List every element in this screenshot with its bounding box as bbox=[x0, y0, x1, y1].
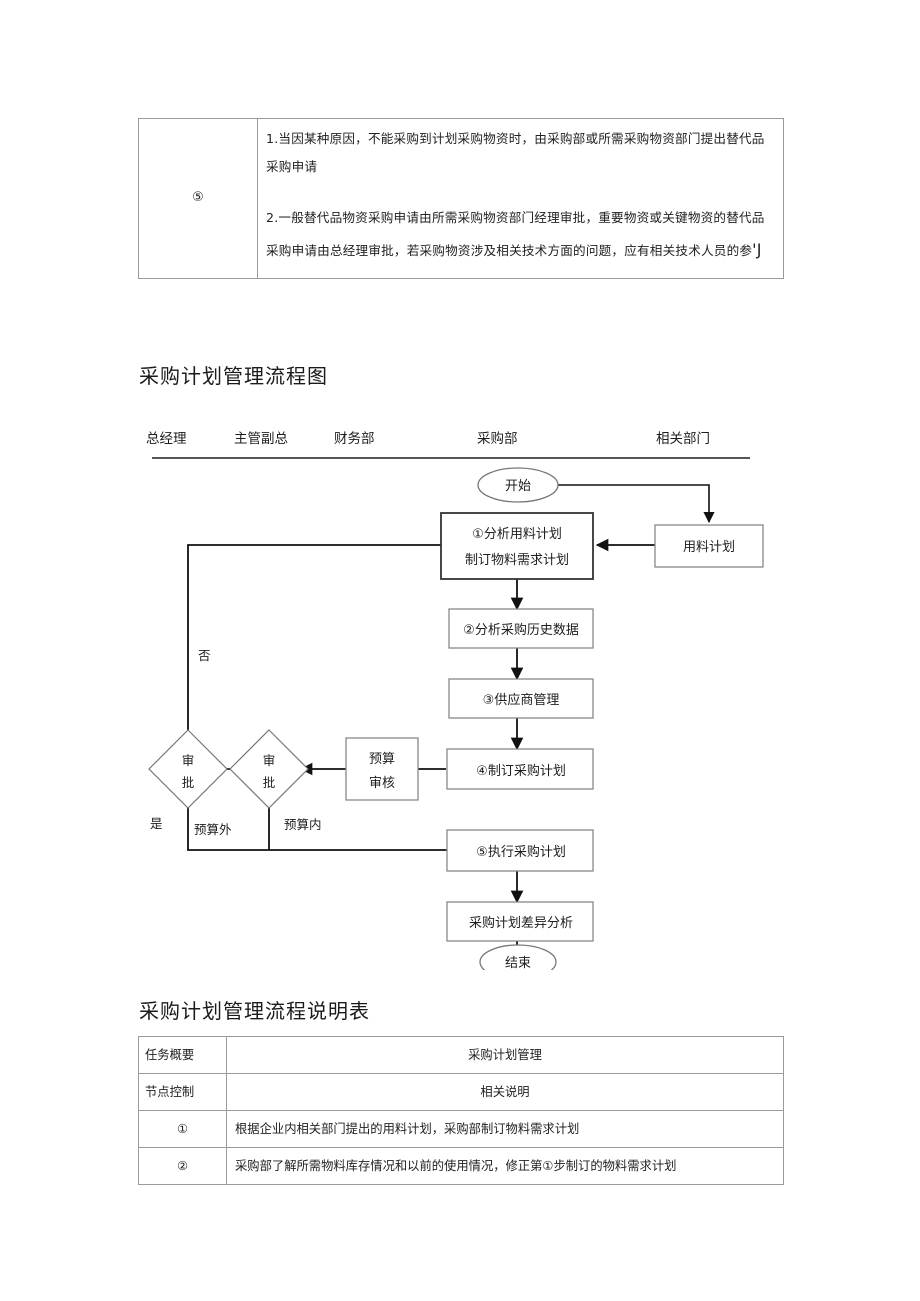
edge-label-yes: 是 bbox=[150, 816, 163, 831]
node-gm-approval-label-line2: 批 bbox=[182, 775, 195, 790]
desc-node-cell: 节点控制 bbox=[138, 1073, 227, 1111]
swimlane-label-purchasing: 采购部 bbox=[477, 431, 518, 447]
row-index-cell: ⑤ bbox=[138, 118, 258, 279]
node-budget-review-label-line1: 预算 bbox=[369, 752, 395, 767]
node-gm-approval-shape bbox=[148, 729, 228, 809]
substitute-purchase-rules-table: ⑤ 1.当因某种原因，不能采购到计划采购物资时，由采购部或所需采购物资部门提出替… bbox=[138, 118, 784, 279]
purchase-plan-flowchart: 总经理 主管副总 财务部 采购部 相关部门 bbox=[138, 425, 798, 970]
node-variance-shape bbox=[446, 901, 594, 942]
node-step2-shape bbox=[448, 608, 594, 649]
node-end-shape bbox=[479, 944, 557, 970]
node-end-label: 结束 bbox=[505, 956, 531, 970]
node-step4-label: ④制订采购计划 bbox=[476, 763, 566, 779]
edge-gm-approval-yes-to-step5 bbox=[187, 808, 577, 857]
table-row: 节点控制相关说明 bbox=[138, 1073, 784, 1111]
table-row: ⑤ 1.当因某种原因，不能采购到计划采购物资时，由采购部或所需采购物资部门提出替… bbox=[138, 118, 784, 279]
node-gm-approval-label-line1: 审 bbox=[182, 753, 195, 768]
edge-label-out-of-budget: 预算外 bbox=[194, 822, 232, 837]
node-step1-shape bbox=[440, 512, 594, 580]
edge-label-in-budget: 预算内 bbox=[284, 817, 322, 832]
desc-text-cell: 采购部了解所需物料库存情况和以前的使用情况，修正第①步制订的物料需求计划 bbox=[226, 1147, 784, 1185]
row-body-cell: 1.当因某种原因，不能采购到计划采购物资时，由采购部或所需采购物资部门提出替代品… bbox=[257, 118, 784, 279]
node-step5-label: ⑤执行采购计划 bbox=[476, 844, 566, 860]
node-vp-approval-label-line2: 批 bbox=[263, 775, 276, 790]
node-step2-label: ②分析采购历史数据 bbox=[463, 622, 579, 638]
node-step1-label-line1: ①分析用料计划 bbox=[472, 527, 562, 542]
swimlane-label-related: 相关部门 bbox=[656, 431, 710, 447]
description-table-heading: 采购计划管理流程说明表 bbox=[139, 999, 370, 1023]
desc-node-cell: ① bbox=[138, 1110, 227, 1148]
node-step4-shape bbox=[446, 748, 594, 790]
desc-text-cell: 相关说明 bbox=[226, 1073, 784, 1111]
node-start-label: 开始 bbox=[505, 479, 531, 494]
rule-paragraph-2-text: 2.一般替代品物资采购申请由所需采购物资部门经理审批，重要物资或关键物资的替代品… bbox=[266, 209, 765, 258]
swimlane-label-finance: 财务部 bbox=[334, 431, 375, 447]
swimlane-label-gm: 总经理 bbox=[146, 431, 187, 447]
node-step3-shape bbox=[448, 678, 594, 719]
edge-start-to-material-plan bbox=[558, 484, 715, 524]
node-budget-review-shape bbox=[345, 737, 419, 801]
table-row: 任务概要采购计划管理 bbox=[138, 1036, 784, 1074]
desc-text-cell: 根据企业内相关部门提出的用料计划，采购部制订物料需求计划 bbox=[226, 1110, 784, 1148]
node-start-shape bbox=[477, 467, 559, 503]
node-step5-shape bbox=[446, 829, 594, 872]
node-vp-approval-shape bbox=[229, 729, 309, 809]
node-budget-review-label-line2: 审核 bbox=[369, 776, 395, 791]
desc-node-cell: ② bbox=[138, 1147, 227, 1185]
node-material-plan-label: 用料计划 bbox=[683, 540, 735, 555]
swimlane-label-vp: 主管副总 bbox=[234, 431, 288, 447]
flowchart-heading: 采购计划管理流程图 bbox=[139, 364, 328, 388]
node-step3-label: ③供应商管理 bbox=[483, 692, 560, 708]
desc-node-cell: 任务概要 bbox=[138, 1036, 227, 1074]
rule-paragraph-1: 1.当因某种原因，不能采购到计划采购物资时，由采购部或所需采购物资部门提出替代品… bbox=[266, 131, 765, 175]
edge-label-no: 否 bbox=[198, 648, 211, 663]
node-step1-label-line2: 制订物料需求计划 bbox=[465, 553, 569, 568]
node-variance-label: 采购计划差异分析 bbox=[469, 915, 573, 931]
rule-paragraph-2: 2.一般替代品物资采购申请由所需采购物资部门经理审批，重要物资或关键物资的替代品… bbox=[266, 204, 775, 268]
desc-text-cell: 采购计划管理 bbox=[226, 1036, 784, 1074]
node-material-plan-shape bbox=[654, 524, 764, 568]
node-vp-approval-label-line1: 审 bbox=[263, 753, 276, 768]
truncated-glyph: 'J bbox=[752, 239, 762, 259]
